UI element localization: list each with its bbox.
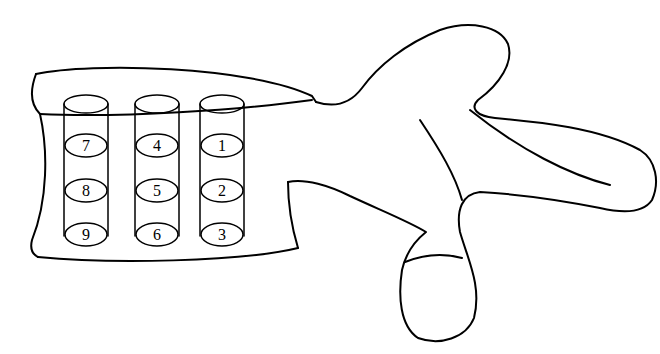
body-front bbox=[31, 74, 45, 257]
callout-ellipse: 1 bbox=[200, 133, 244, 158]
facet-line bbox=[405, 255, 462, 262]
body-back bbox=[288, 182, 298, 248]
callout-ellipse: 3 bbox=[200, 222, 244, 247]
callout-number: 4 bbox=[153, 138, 161, 154]
lamina-line bbox=[420, 120, 462, 200]
process-line bbox=[470, 110, 610, 185]
posterior-elements bbox=[288, 25, 656, 341]
callout-number: 9 bbox=[82, 227, 90, 243]
callout-ellipse: 9 bbox=[64, 222, 108, 247]
callout-number: 2 bbox=[218, 183, 226, 199]
callout-ellipse: 8 bbox=[64, 178, 108, 203]
callout-ellipse: 6 bbox=[135, 222, 179, 247]
body-bottom bbox=[38, 248, 298, 261]
callout-number: 5 bbox=[153, 183, 161, 199]
vertebral-body-outline bbox=[36, 68, 316, 102]
callout-number: 3 bbox=[218, 227, 226, 243]
callout-ellipse: 7 bbox=[64, 133, 108, 158]
callout-number: 8 bbox=[82, 183, 90, 199]
callout-ellipse: 2 bbox=[200, 178, 244, 203]
cylinder-columns bbox=[64, 95, 244, 236]
callout-ellipse: 5 bbox=[135, 178, 179, 203]
callout-ellipse: 4 bbox=[135, 133, 179, 158]
callout-number: 1 bbox=[218, 138, 226, 154]
callout-number: 6 bbox=[153, 227, 161, 243]
callout-number: 7 bbox=[82, 138, 90, 154]
